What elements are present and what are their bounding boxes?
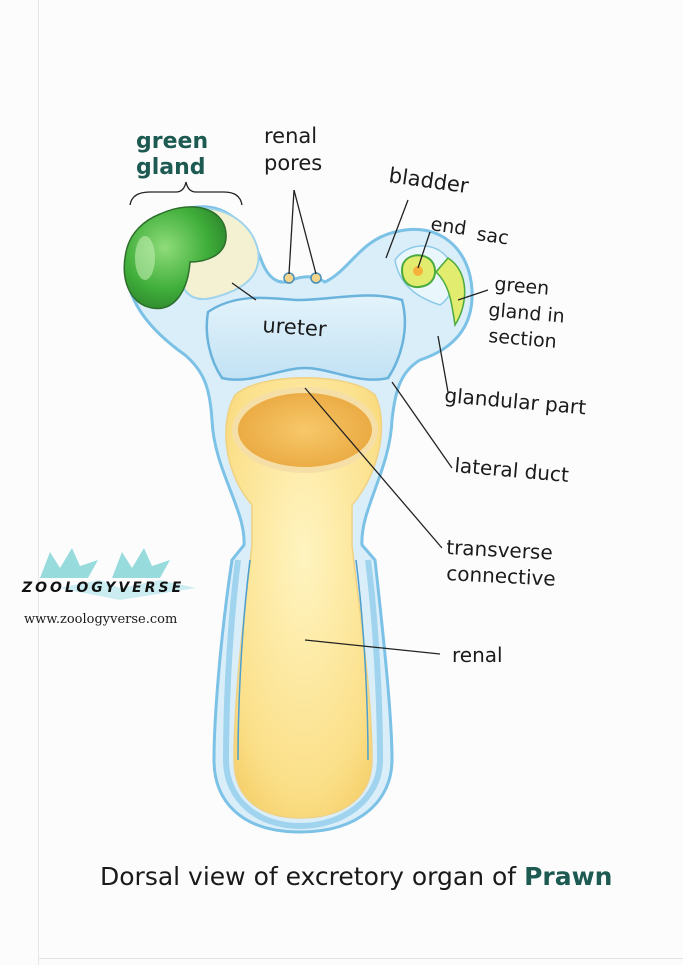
label-gg-section-2: gland in (488, 299, 566, 328)
label-glandular-part: glandular part (444, 383, 588, 419)
caption-emphasis: Prawn (524, 862, 613, 891)
caption-text: Dorsal view of excretory organ of (100, 862, 517, 891)
leader-glandular-part (437, 335, 449, 393)
watermark: ZOOLOGYVERSE www.zoologyverse.com (22, 540, 212, 630)
label-bladder: bladder (387, 163, 470, 198)
leader-lateral-duct (391, 381, 453, 469)
gland-section-crescent (434, 257, 466, 328)
label-renal-pores-2: pores (264, 151, 322, 175)
renal-pore-left (283, 272, 295, 284)
figure-caption: Dorsal view of excretory organ of Prawn (100, 862, 612, 891)
label-green-gland-1: green (136, 129, 208, 154)
green-gland-shape (123, 206, 227, 310)
page-border-bottom (38, 958, 683, 959)
label-ureter: ureter (262, 313, 328, 341)
watermark-logo-icon (40, 548, 196, 600)
label-lateral-duct: lateral duct (454, 453, 570, 487)
watermark-name: ZOOLOGYVERSE (22, 580, 185, 596)
leader-renal-pores-right (293, 189, 317, 275)
label-gg-section-3: section (488, 325, 558, 353)
label-transverse-connective-1: transverse (446, 535, 554, 565)
leader-transverse-connective (304, 387, 443, 549)
renal-outer-band (222, 559, 384, 830)
leader-bladder (385, 199, 409, 259)
leader-renal (304, 639, 441, 655)
renal-pore-right (310, 272, 322, 284)
leader-renal-pores-left (288, 189, 295, 275)
page-border-left (38, 0, 39, 965)
label-transverse-connective-2: connective (446, 561, 557, 591)
ureter-shape (205, 294, 407, 381)
label-gg-section-1: green (494, 273, 551, 300)
watermark-url: www.zoologyverse.com (24, 612, 178, 627)
label-renal-pores-1: renal (264, 124, 317, 148)
green-gland-highlight (135, 236, 155, 280)
green-gland-brace (129, 181, 243, 206)
label-end-sac-2: sac (475, 223, 510, 249)
leader-end-sac (417, 231, 431, 269)
renal-inner-band (237, 559, 369, 761)
transverse-connective-shape (232, 387, 378, 473)
label-renal: renal (452, 643, 503, 667)
label-green-gland-2: gland (136, 155, 206, 180)
leader-gg-section (457, 289, 489, 301)
label-end-sac-1: end (429, 213, 468, 240)
leader-ureter (231, 282, 257, 301)
end-sac-center (413, 266, 423, 276)
